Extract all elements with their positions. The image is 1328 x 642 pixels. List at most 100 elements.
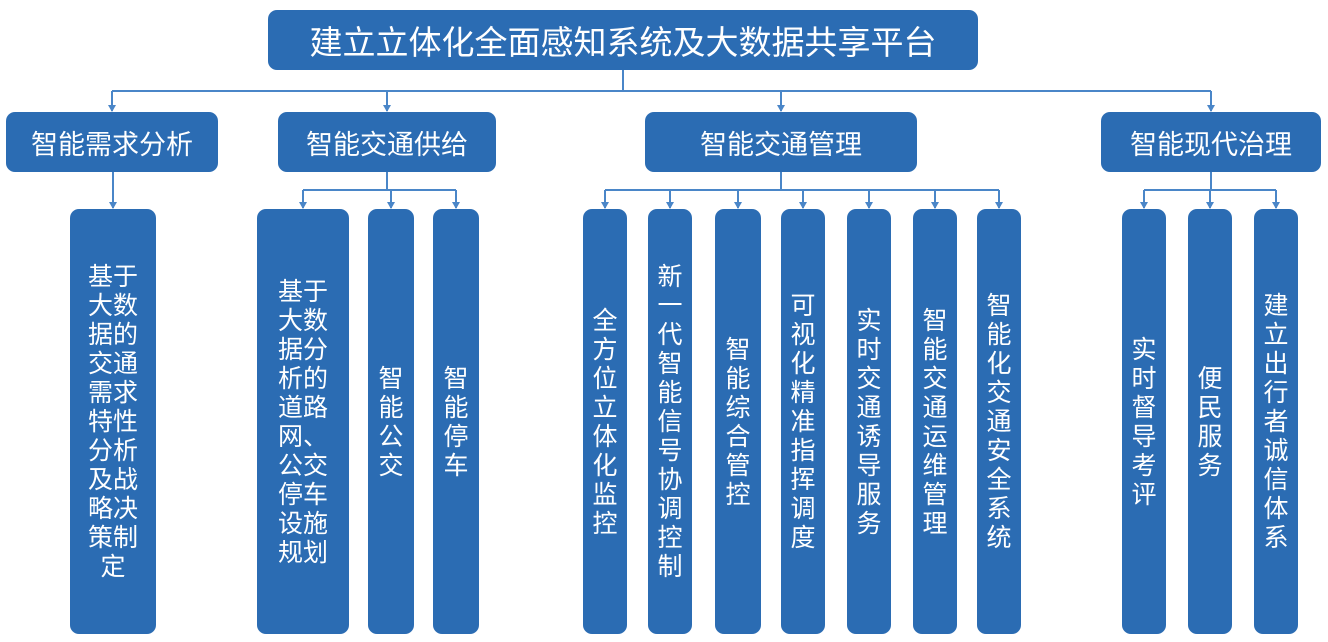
leaf-arrow [666,202,674,209]
leaf-label-line: 停车 [277,479,328,509]
leaf-label-line: 务 [1197,450,1223,480]
leaf-node-label: 基于大数据分析的道路网、公交停车设施规划 [278,277,328,567]
leaf-label-line: 基于 [87,262,138,291]
root-node-label: 建立立体化全面感知系统及大数据共享平台 [309,23,937,62]
leaf-label-line: 定 [100,552,126,581]
leaf-label-line: 一 [657,291,683,320]
leaf-label-line: 度 [790,523,816,552]
leaf-arrow [601,202,609,209]
leaf-arrow [995,202,1003,209]
leaf-label-line: 实 [1131,334,1157,364]
leaf-label-line: 精 [790,378,816,407]
leaf-arrow [799,202,807,209]
leaf-label-line: 交 [922,363,948,393]
leaf-arrow [1206,202,1214,209]
leaf-node-label: 智能公交 [378,364,403,480]
leaf-label-line: 挥 [790,465,816,494]
leaf-arrow [1140,202,1148,209]
leaf-label-line: 设施 [277,508,328,538]
category-arrow [383,105,391,112]
leaf-label-line: 控 [725,479,751,509]
leaf-node: 实时督导考评 [1122,209,1166,634]
leaf-label-line: 服 [856,479,882,509]
leaf-node-label: 建立出行者诚信体系 [1263,291,1288,552]
leaf-label-line: 制 [657,552,683,581]
leaf-label-line: 号 [657,436,683,465]
leaf-arrow [1272,202,1280,209]
leaf-label-line: 出 [1263,349,1289,378]
leaf-label-line: 时 [1131,363,1157,393]
leaf-label-line: 服 [1197,421,1223,451]
leaf-label-line: 代 [657,320,683,349]
leaf-label-line: 立 [592,392,618,422]
leaf-label-line: 民 [1197,392,1223,422]
leaf-label-line: 智 [986,291,1012,320]
leaf-label-line: 准 [790,407,816,436]
leaf-label-line: 视 [790,320,816,349]
leaf-label-line: 体 [1263,494,1289,523]
leaf-label-line: 公交 [277,450,328,480]
leaf-label-line: 务 [856,508,882,538]
leaf-label-line: 化 [986,349,1012,378]
leaf-node-label: 便民服务 [1197,364,1222,480]
leaf-label-line: 系 [1263,523,1289,552]
leaf-arrow [299,202,307,209]
leaf-label-line: 新 [657,262,683,291]
leaf-node-label: 可视化精准指挥调度 [790,291,815,552]
leaf-label-line: 运 [922,421,948,451]
leaf-label-line: 大数 [277,305,328,335]
leaf-label-line: 立 [1263,320,1289,349]
leaf-arrow [865,202,873,209]
leaf-label-line: 智 [443,363,469,393]
leaf-node: 智能公交 [368,209,414,634]
leaf-label-line: 规划 [277,537,328,567]
leaf-node: 智能停车 [433,209,479,634]
leaf-label-line: 智 [657,349,683,378]
leaf-node: 基于大数据的交通需求特性分析及战略决策制定 [70,209,156,634]
leaf-label-line: 交 [378,450,404,480]
category-node-label: 智能需求分析 [31,129,193,161]
leaf-label-line: 基于 [277,276,328,306]
leaf-label-line: 系 [986,494,1012,523]
category-node-label: 智能交通管理 [700,129,862,161]
leaf-node-label: 实时交通诱导服务 [856,306,881,538]
leaf-node: 智能化交通安全系统 [977,209,1021,634]
leaf-label-line: 信 [1263,465,1289,494]
leaf-label-line: 方 [592,334,618,364]
leaf-label-line: 公 [378,421,404,451]
leaf-label-line: 安 [986,436,1012,465]
leaf-label-line: 能 [657,378,683,407]
leaf-label-line: 理 [922,508,948,538]
category-node: 智能需求分析 [6,112,218,172]
leaf-label-line: 通 [922,392,948,422]
leaf-label-line: 诱 [856,421,882,451]
leaf-arrow [734,202,742,209]
leaf-label-line: 能 [725,363,751,393]
leaf-label-line: 维 [922,450,948,480]
leaf-node-label: 基于大数据的交通需求特性分析及战略决策制定 [88,262,138,581]
category-node: 智能交通管理 [645,112,917,172]
leaf-label-line: 能 [922,334,948,364]
leaf-label-line: 考 [1131,450,1157,480]
leaf-label-line: 通 [856,392,882,422]
leaf-label-line: 需求 [87,378,138,407]
leaf-label-line: 略决 [87,494,138,523]
leaf-label-line: 控 [592,508,618,538]
leaf-label-line: 据的 [87,320,138,349]
category-arrow [1207,105,1215,112]
leaf-node: 便民服务 [1188,209,1232,634]
leaf-label-line: 建 [1263,291,1289,320]
leaf-label-line: 统 [986,523,1012,552]
leaf-arrow [931,202,939,209]
leaf-label-line: 智 [378,363,404,393]
leaf-node: 建立出行者诚信体系 [1254,209,1298,634]
leaf-node: 新一代智能信号协调控制 [648,209,692,634]
root-node: 建立立体化全面感知系统及大数据共享平台 [268,10,978,70]
leaf-label-line: 管 [922,479,948,509]
leaf-label-line: 导 [856,450,882,480]
leaf-label-line: 调 [657,494,683,523]
leaf-label-line: 可 [790,291,816,320]
category-node-label: 智能现代治理 [1130,129,1292,161]
leaf-node: 智能交通运维管理 [913,209,957,634]
